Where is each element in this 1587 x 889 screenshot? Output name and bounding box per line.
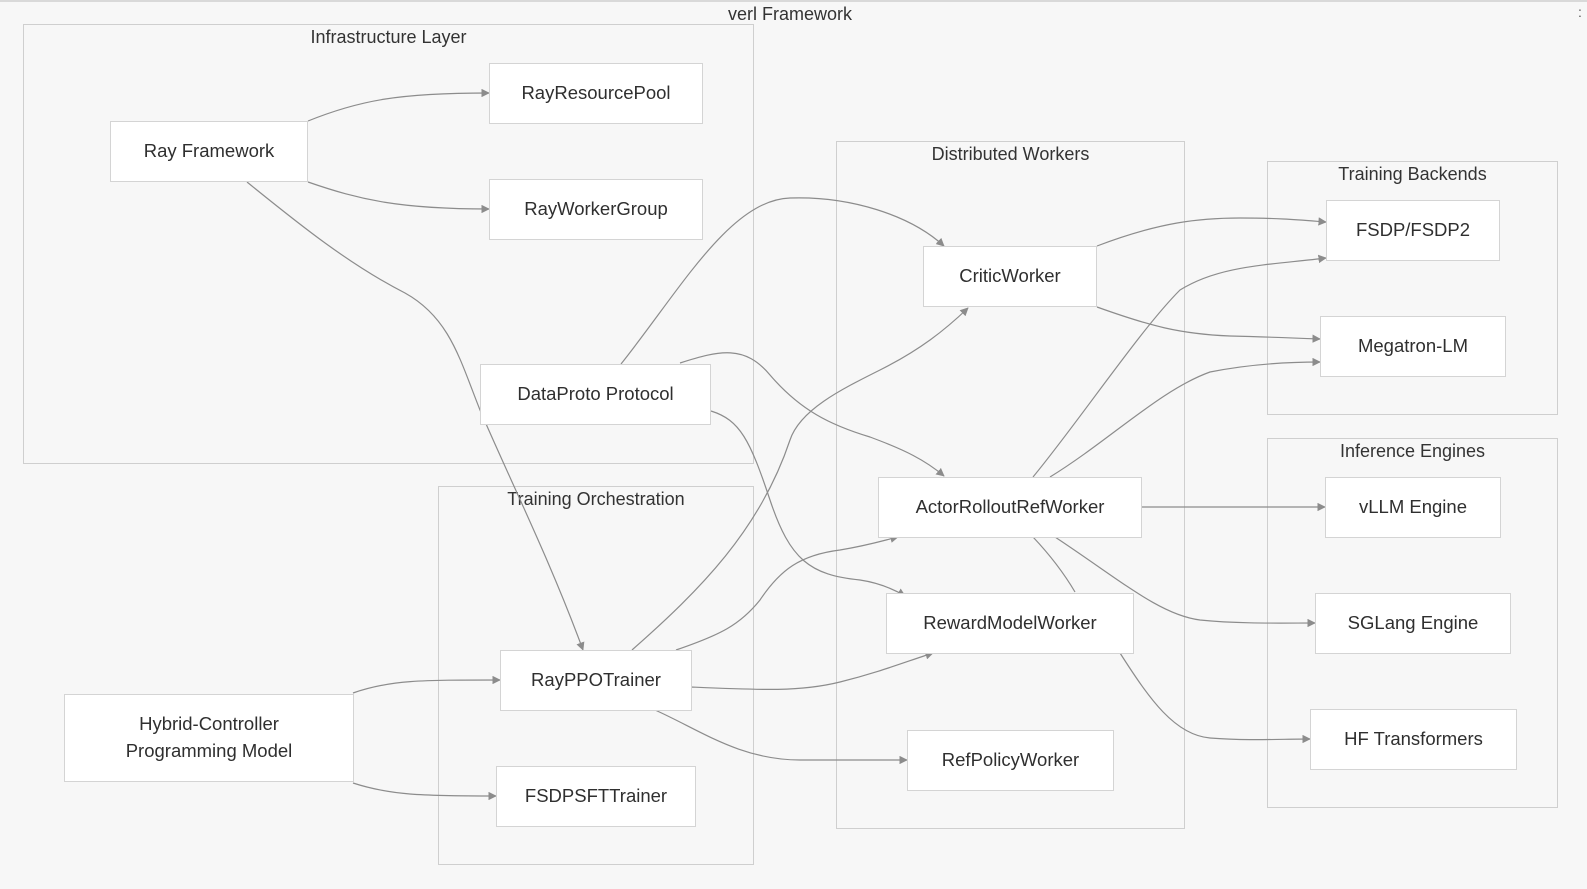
edge-trainer-to-critic [631, 307, 969, 651]
node-reward-model-worker-label: RewardModelWorker [923, 612, 1097, 634]
edge-actor-to-hftransformers [1032, 536, 1310, 740]
node-dataproto-protocol[interactable]: DataProto Protocol [480, 364, 711, 425]
node-ray-resource-pool[interactable]: RayResourcePool [489, 63, 703, 124]
edge-actor-to-megatron [1049, 357, 1321, 478]
node-ray-framework-label: Ray Framework [143, 140, 275, 162]
edge-trainer-to-refpolicy [654, 709, 908, 765]
edge-ray-to-workergroup [307, 181, 490, 214]
edge-critic-to-fsdp [1096, 217, 1327, 247]
edge-ray-to-resourcepool [307, 88, 490, 122]
group-title-backends: Training Backends [1338, 164, 1487, 184]
node-ref-policy-worker[interactable]: RefPolicyWorker [907, 730, 1114, 791]
node-fsdp-sft-trainer-label: FSDPSFTTrainer [524, 785, 668, 807]
node-megatron-lm-label: Megatron-LM [1357, 335, 1468, 357]
edge-dataproto-to-reward [710, 410, 906, 597]
node-megatron-lm[interactable]: Megatron-LM [1320, 316, 1506, 377]
edge-ray-to-rayppotrainer [246, 181, 585, 651]
node-ray-ppo-trainer-label: RayPPOTrainer [531, 669, 661, 691]
node-actor-rollout-ref-worker[interactable]: ActorRolloutRefWorker [878, 477, 1142, 538]
node-hybrid-controller[interactable]: Hybrid-Controller Programming Model [64, 694, 354, 782]
node-fsdp-label: FSDP/FSDP2 [1355, 219, 1471, 241]
node-ray-worker-group[interactable]: RayWorkerGroup [489, 179, 703, 240]
edge-dataproto-to-actor [679, 352, 945, 477]
node-hybrid-controller-line1: Hybrid-Controller [139, 713, 279, 735]
node-actor-rollout-ref-worker-label: ActorRolloutRefWorker [915, 496, 1105, 518]
node-fsdp-sft-trainer[interactable]: FSDPSFTTrainer [496, 766, 696, 827]
node-ray-ppo-trainer[interactable]: RayPPOTrainer [500, 650, 692, 711]
node-sglang-engine[interactable]: SGLang Engine [1315, 593, 1511, 654]
node-hybrid-controller-line2: Programming Model [125, 740, 293, 761]
diagram-title: verl Framework [727, 4, 852, 24]
edge-hybrid-to-fsdpsfttrainer [352, 782, 497, 801]
node-dataproto-label: DataProto Protocol [517, 383, 674, 405]
node-fsdp[interactable]: FSDP/FSDP2 [1326, 200, 1500, 261]
node-sglang-engine-label: SGLang Engine [1347, 612, 1479, 634]
node-hf-transformers[interactable]: HF Transformers [1310, 709, 1517, 770]
top-border [0, 0, 1587, 2]
node-hf-transformers-label: HF Transformers [1344, 728, 1483, 750]
group-title-orchestration: Training Orchestration [507, 489, 685, 509]
node-vllm-engine-label: vLLM Engine [1359, 496, 1467, 518]
node-ray-resource-pool-label: RayResourcePool [521, 82, 671, 104]
group-title-inference: Inference Engines [1339, 441, 1486, 461]
edge-actor-to-fsdp [1032, 254, 1327, 478]
node-ray-worker-group-label: RayWorkerGroup [524, 198, 668, 220]
edge-trainer-to-reward [690, 651, 934, 691]
edge-trainer-to-actor [675, 534, 899, 651]
group-title-workers: Distributed Workers [931, 144, 1090, 164]
edge-hybrid-to-rayppotrainer [352, 675, 501, 694]
group-title-infrastructure: Infrastructure Layer [310, 27, 467, 47]
node-critic-worker-label: CriticWorker [959, 265, 1061, 287]
edge-dataproto-to-critic [620, 197, 945, 365]
node-ray-framework[interactable]: Ray Framework [110, 121, 308, 182]
node-ref-policy-worker-label: RefPolicyWorker [941, 749, 1080, 771]
corner-mark: : [1578, 4, 1582, 20]
node-vllm-engine[interactable]: vLLM Engine [1325, 477, 1501, 538]
node-reward-model-worker[interactable]: RewardModelWorker [886, 593, 1134, 654]
node-critic-worker[interactable]: CriticWorker [923, 246, 1097, 307]
edge-critic-to-megatron [1096, 306, 1321, 343]
edge-actor-to-sglang [1054, 536, 1316, 628]
